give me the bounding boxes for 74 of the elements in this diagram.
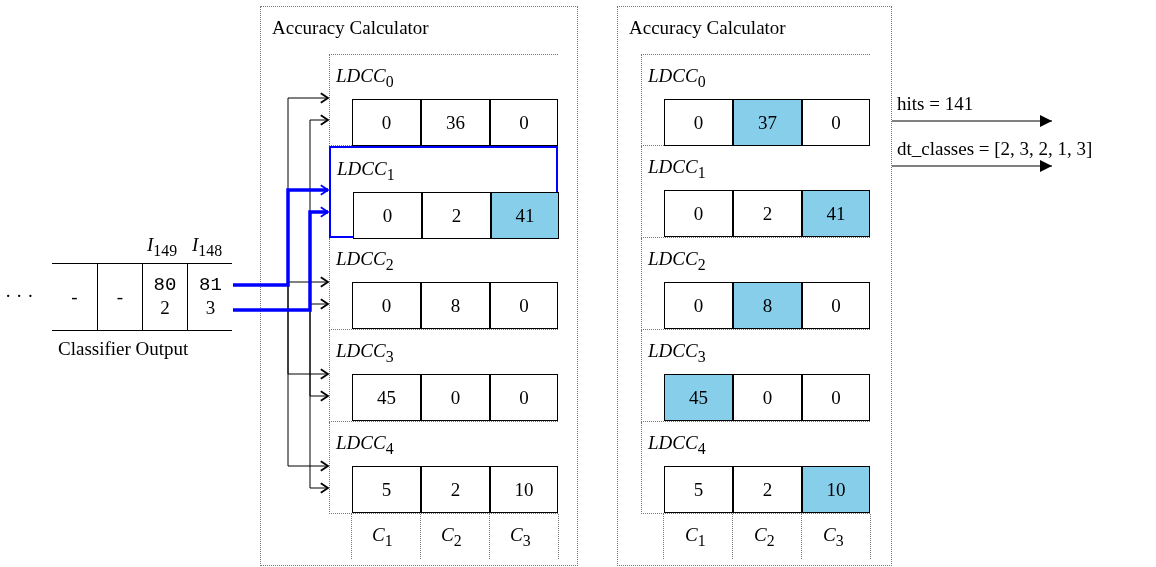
row-group (329, 54, 558, 146)
count-cell: 0 (490, 99, 558, 146)
count-cell: 8 (733, 282, 802, 329)
row-label: LDCC$_{3}$ (648, 340, 706, 366)
row-label: LDCC$_{1}$ (337, 158, 395, 184)
row-group (641, 422, 870, 514)
output-value: 2 (160, 297, 170, 319)
count-cell: 36 (421, 99, 490, 146)
count-cell: 0 (490, 374, 558, 421)
ellipsis: · · · (5, 285, 34, 307)
row-group (329, 422, 558, 514)
calculator-panel (617, 6, 892, 566)
count-cell: 2 (422, 192, 491, 239)
row-label: LDCC$_{2}$ (648, 248, 706, 274)
panel-title: Accuracy Calculator (272, 17, 429, 39)
edge-label: hits = 141 (897, 93, 974, 115)
panel-title: Accuracy Calculator (629, 17, 786, 39)
arrow (233, 184, 329, 287)
count-cell: 2 (421, 466, 490, 513)
index-label: I$_{148}$ (192, 234, 223, 260)
arrow (891, 115, 1053, 127)
count-cell: 0 (802, 99, 870, 146)
calculator-panel (260, 6, 578, 566)
count-cell: 0 (353, 192, 422, 239)
count-cell: 5 (352, 466, 421, 513)
row-label: LDCC$_{0}$ (648, 65, 706, 91)
count-cell: 2 (733, 466, 802, 513)
row-group (329, 330, 558, 422)
arrow (233, 206, 329, 312)
arrow (891, 160, 1053, 172)
count-cell: 0 (352, 99, 421, 146)
row-label: LDCC$_{4}$ (648, 432, 706, 458)
row-group (329, 146, 558, 238)
column-label: C$_{3}$ (823, 524, 844, 550)
count-cell: 37 (733, 99, 802, 146)
row-group (329, 238, 558, 330)
row-group (641, 54, 870, 146)
count-cell: 8 (421, 282, 490, 329)
row-group (641, 238, 870, 330)
count-cell: 10 (802, 466, 870, 513)
count-cell: 0 (421, 374, 490, 421)
count-cell: 0 (802, 374, 870, 421)
count-cell: 0 (352, 282, 421, 329)
count-cell: 41 (802, 190, 870, 237)
output-value: 80 (153, 275, 177, 297)
edge-label: dt_classes = [2, 3, 2, 1, 3] (897, 138, 1093, 160)
count-cell: 0 (664, 99, 733, 146)
count-cell: 2 (733, 190, 802, 237)
count-cell: 41 (491, 192, 559, 239)
count-cell: 0 (664, 190, 733, 237)
row-label: LDCC$_{2}$ (336, 248, 394, 274)
column-label: C$_{1}$ (685, 524, 706, 550)
count-cell: 45 (352, 374, 421, 421)
row-label: LDCC$_{0}$ (336, 65, 394, 91)
column-label: C$_{2}$ (754, 524, 775, 550)
count-cell: 0 (490, 282, 558, 329)
count-cell: 10 (490, 466, 558, 513)
output-value: 3 (205, 297, 216, 319)
row-label: LDCC$_{1}$ (648, 156, 706, 182)
output-value: 81 (199, 275, 222, 297)
count-cell: 0 (733, 374, 802, 421)
count-cell: 0 (664, 282, 733, 329)
count-cell: 5 (664, 466, 733, 513)
index-label: I$_{149}$ (147, 234, 178, 260)
column-label: C$_{1}$ (372, 524, 393, 550)
column-label: C$_{3}$ (510, 524, 531, 550)
row-group (641, 146, 870, 238)
count-cell: 0 (802, 282, 870, 329)
strip-label: Classifier Output (58, 338, 189, 360)
row-label: LDCC$_{3}$ (336, 340, 394, 366)
count-cell: 45 (664, 374, 733, 421)
row-group (641, 330, 870, 422)
row-label: LDCC$_{4}$ (336, 432, 394, 458)
column-label: C$_{2}$ (441, 524, 462, 550)
